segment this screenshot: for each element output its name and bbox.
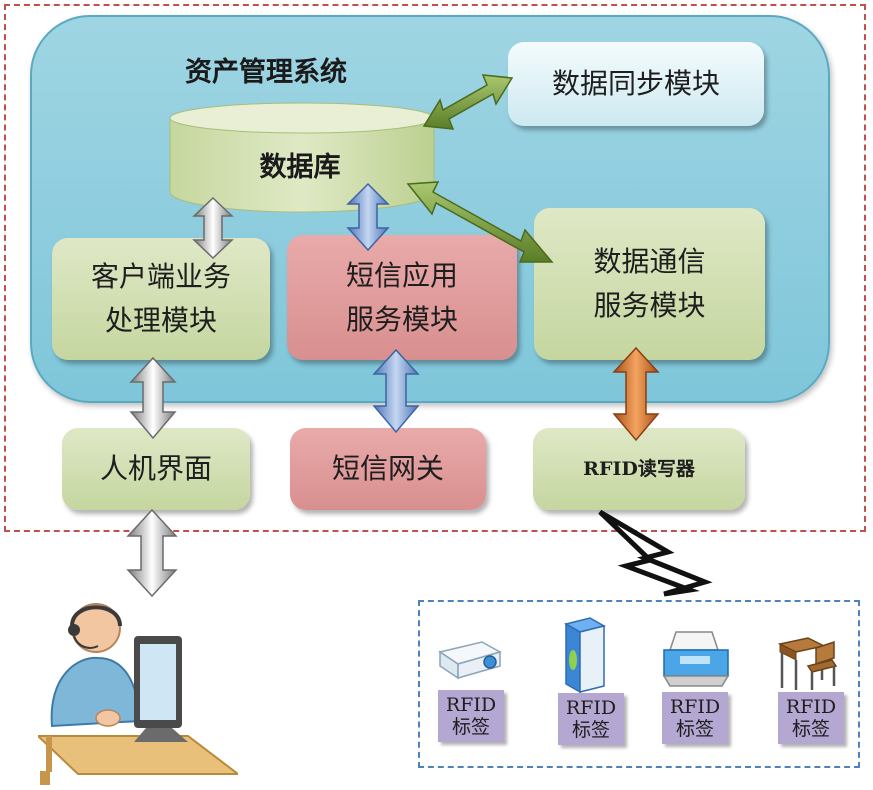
rfid-tag-label: RFID 标签 bbox=[445, 694, 497, 738]
arrow-db-comm bbox=[406, 181, 554, 263]
rfid-tag-label: RFID 标签 bbox=[565, 697, 617, 741]
server-icon bbox=[564, 617, 606, 694]
arrow-hmi-user bbox=[126, 508, 178, 598]
rfid-tag-3: RFID 标签 bbox=[662, 692, 728, 744]
printer-icon bbox=[662, 631, 730, 687]
arrow-client-hmi bbox=[129, 356, 177, 440]
arrow-db-sms bbox=[346, 182, 390, 252]
arrow-db-client bbox=[192, 196, 234, 260]
sms-app-label: 短信应用 服务模块 bbox=[345, 258, 458, 336]
data-sync-module: 数据同步模块 bbox=[508, 42, 764, 126]
rfid-tag-group bbox=[418, 600, 860, 768]
wireless-signal-icon bbox=[598, 509, 713, 597]
desk-chair-icon bbox=[778, 637, 838, 690]
system-title: 资产管理系统 bbox=[185, 57, 347, 88]
sms-app-module: 短信应用 服务模块 bbox=[287, 235, 517, 360]
sms-gateway-module: 短信网关 bbox=[290, 428, 486, 510]
system-boundary bbox=[4, 4, 866, 532]
client-business-label: 客户端业务 处理模块 bbox=[90, 260, 231, 337]
rfid-tag-1: RFID 标签 bbox=[438, 690, 504, 742]
data-comm-label: 数据通信 服务模块 bbox=[593, 245, 706, 322]
sms-gateway-label: 短信网关 bbox=[331, 452, 444, 485]
rfid-tag-label: RFID 标签 bbox=[669, 696, 721, 740]
rfid-tag-label: RFID 标签 bbox=[785, 696, 837, 740]
rfid-tag-4: RFID 标签 bbox=[778, 692, 844, 744]
database-label: 数据库 bbox=[259, 152, 341, 183]
projector-icon bbox=[438, 641, 502, 680]
hmi-module: 人机界面 bbox=[62, 428, 250, 510]
arrow-db-sync bbox=[422, 74, 514, 130]
client-business-module: 客户端业务 处理模块 bbox=[52, 238, 270, 360]
rfid-tag-2: RFID 标签 bbox=[558, 693, 624, 745]
arrow-sms-gateway bbox=[372, 348, 420, 434]
rfid-reader-label: RFID读写器 bbox=[583, 458, 695, 480]
rfid-reader-module: RFID读写器 bbox=[533, 428, 745, 510]
arrow-comm-rfid bbox=[612, 346, 660, 442]
data-sync-label: 数据同步模块 bbox=[551, 67, 720, 100]
hmi-label: 人机界面 bbox=[99, 452, 212, 485]
data-comm-module: 数据通信 服务模块 bbox=[534, 208, 765, 360]
operator-icon bbox=[38, 603, 238, 785]
